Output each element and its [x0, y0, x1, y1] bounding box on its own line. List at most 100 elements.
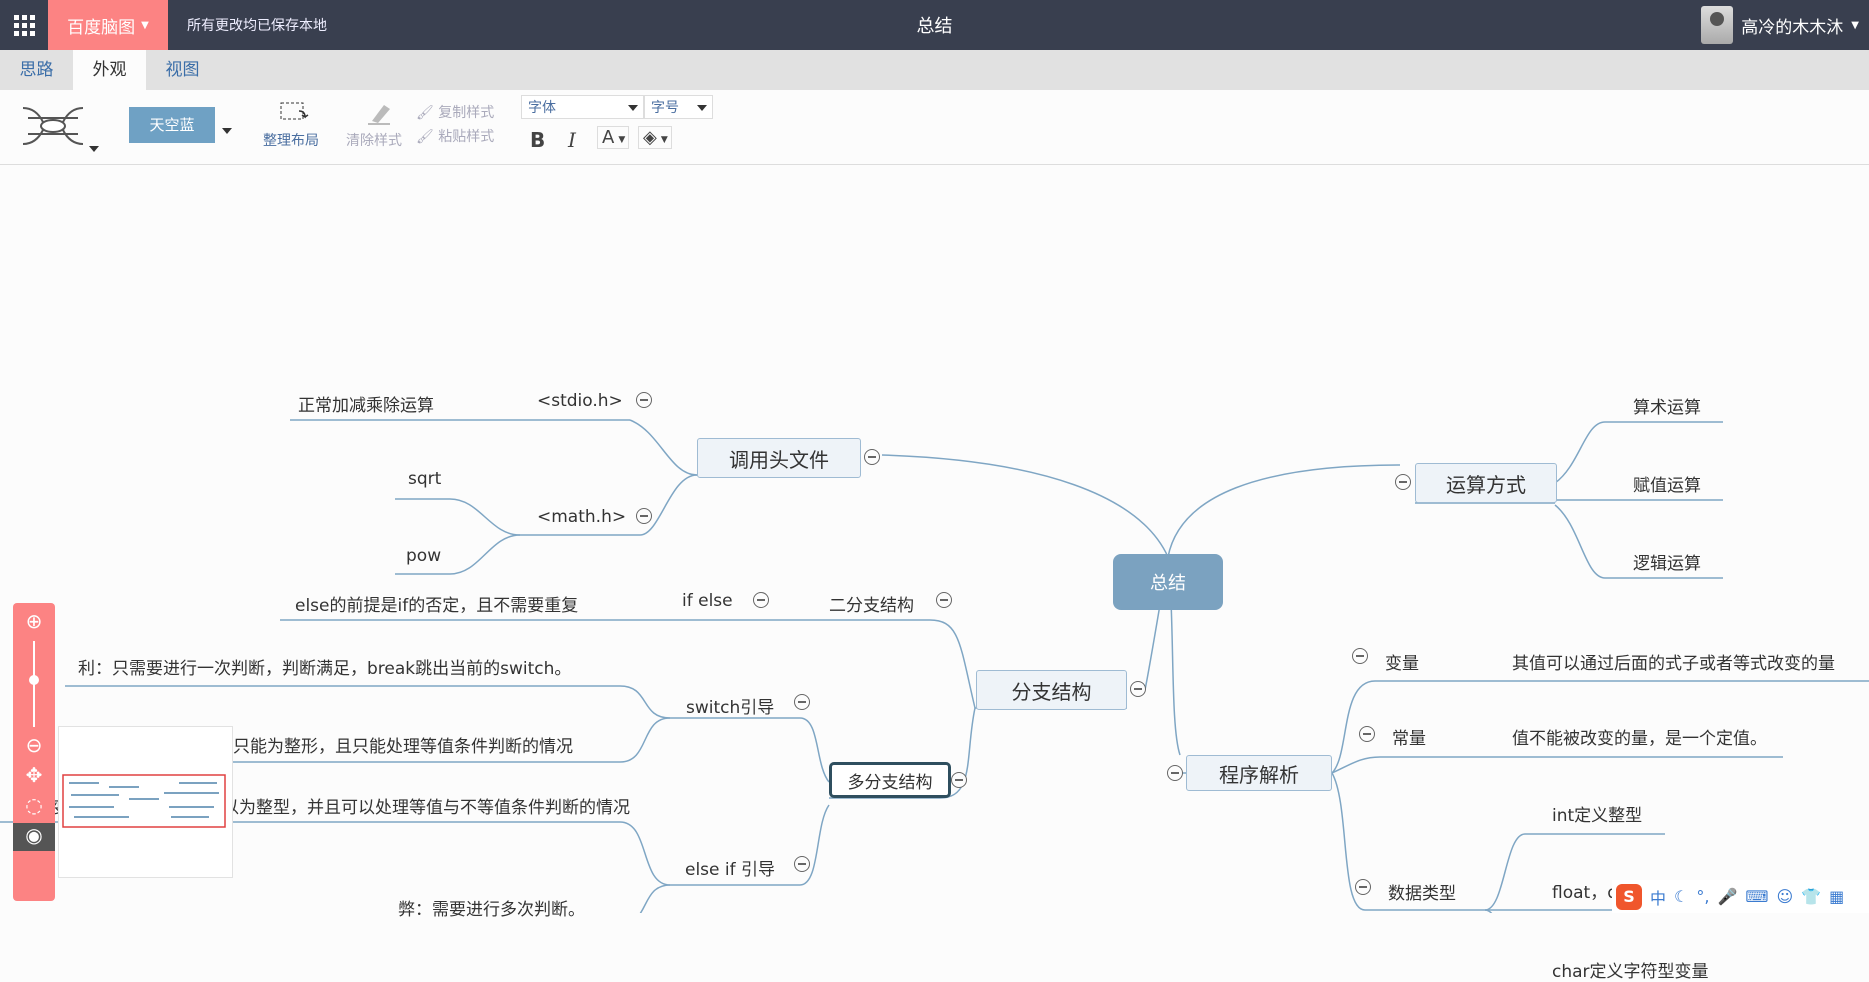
- collapse-icon[interactable]: [1130, 681, 1146, 697]
- mindmap-canvas[interactable]: 总结 调用头文件 <stdio.h> 正常加减乘除运算 <math.h> sqr…: [0, 165, 1869, 982]
- connector: [449, 534, 521, 575]
- node-switch-con[interactable]: 弊：变量只能为整形，且只能处理等值条件判断的情况: [165, 737, 573, 757]
- node-switch[interactable]: switch引导: [686, 698, 775, 718]
- chevron-down-icon[interactable]: [222, 128, 232, 134]
- collapse-icon[interactable]: [1359, 726, 1375, 742]
- node-op-arith[interactable]: 算术运算: [1633, 398, 1701, 418]
- grid-icon[interactable]: ▦: [1829, 887, 1845, 906]
- node-dtype[interactable]: 数据类型: [1388, 884, 1456, 904]
- ime-toolbar: S 中 ☾ °, 🎤 ⌨ ☺ 👕 ▦: [1612, 880, 1869, 913]
- collapse-icon[interactable]: [636, 392, 652, 408]
- zoom-in-icon[interactable]: ⊕: [25, 609, 43, 633]
- paste-style-button[interactable]: 🖌 粘贴样式: [416, 126, 494, 146]
- brand-menu[interactable]: 百度脑图 ▼: [48, 0, 168, 50]
- connector: [881, 454, 1169, 558]
- node-stdio[interactable]: <stdio.h>: [537, 391, 623, 411]
- clear-style-button[interactable]: 清除样式: [346, 133, 402, 149]
- node-math[interactable]: <math.h>: [537, 507, 627, 527]
- user-icon[interactable]: ☺: [1776, 887, 1794, 906]
- tab-appearance[interactable]: 外观: [73, 50, 146, 90]
- collapse-icon[interactable]: [636, 508, 652, 524]
- font-size-select[interactable]: 字号: [644, 95, 713, 119]
- node-ops[interactable]: 运算方式: [1415, 463, 1557, 503]
- connector: [619, 685, 671, 719]
- shirt-icon[interactable]: 👕: [1801, 887, 1822, 906]
- connector: [1331, 772, 1366, 911]
- node-branch[interactable]: 分支结构: [976, 670, 1127, 710]
- connector: [1331, 680, 1376, 774]
- template-icon[interactable]: [18, 100, 98, 160]
- top-bar: 百度脑图 ▼ 所有更改均已保存本地 总结 高冷的木木沐 ▼: [0, 0, 1869, 50]
- microphone-icon[interactable]: 🎤: [1717, 887, 1738, 906]
- collapse-icon[interactable]: [1395, 474, 1411, 490]
- node-int[interactable]: int定义整型: [1552, 806, 1643, 826]
- node-op-assign[interactable]: 赋值运算: [1633, 476, 1701, 496]
- collapse-icon[interactable]: [794, 694, 810, 710]
- node-const[interactable]: 常量: [1392, 729, 1426, 749]
- connector: [639, 884, 671, 913]
- theme-button[interactable]: 天空蓝: [129, 107, 215, 143]
- connector: [799, 717, 830, 783]
- user-menu[interactable]: 高冷的木木沐 ▼: [1701, 6, 1859, 44]
- node-char[interactable]: char定义字符型变量: [1552, 962, 1709, 982]
- zoom-slider-thumb[interactable]: [29, 675, 39, 685]
- tab-bar: 思路 外观 视图: [0, 50, 1869, 90]
- node-switch-pro[interactable]: 利：只需要进行一次判断，判断满足，break跳出当前的switch。: [78, 659, 572, 679]
- collapse-icon[interactable]: [1355, 879, 1371, 895]
- font-family-select[interactable]: 字体: [521, 95, 644, 119]
- tab-idea[interactable]: 思路: [19, 60, 54, 80]
- arrange-layout-icon: [280, 102, 309, 120]
- eye-icon[interactable]: ◉: [13, 823, 55, 851]
- connector: [1554, 421, 1606, 484]
- apps-grid-icon[interactable]: [0, 0, 48, 50]
- tab-view[interactable]: 视图: [165, 60, 200, 80]
- minimap-preview: [62, 774, 226, 828]
- locate-root-icon[interactable]: ◌: [25, 793, 43, 817]
- font-size-value: 字号: [651, 100, 679, 116]
- node-var[interactable]: 变量: [1385, 654, 1419, 674]
- ime-lang[interactable]: 中: [1650, 888, 1667, 908]
- collapse-icon[interactable]: [794, 856, 810, 872]
- node-elseif[interactable]: else if 引导: [685, 860, 776, 880]
- minimap[interactable]: [58, 726, 233, 878]
- node-elseif-con[interactable]: 弊：需要进行多次判断。: [398, 900, 585, 920]
- node-pow[interactable]: pow: [406, 546, 442, 566]
- collapse-icon[interactable]: [864, 449, 880, 465]
- collapse-icon[interactable]: [1352, 648, 1368, 664]
- collapse-icon[interactable]: [753, 592, 769, 608]
- connector: [1554, 504, 1606, 579]
- italic-button[interactable]: I: [568, 128, 576, 152]
- eraser-icon: [368, 105, 390, 125]
- node-op-logic[interactable]: 逻辑运算: [1633, 554, 1701, 574]
- root-node[interactable]: 总结: [1113, 554, 1223, 610]
- moon-icon[interactable]: ☾: [1674, 887, 1689, 906]
- collapse-icon[interactable]: [1167, 765, 1183, 781]
- node-header-files[interactable]: 调用头文件: [697, 438, 861, 478]
- font-color-label: A: [602, 127, 615, 148]
- node-program[interactable]: 程序解析: [1186, 755, 1332, 791]
- fill-color-button[interactable]: ◈ ▼: [638, 126, 672, 149]
- bold-button[interactable]: B: [530, 128, 546, 152]
- keyboard-icon[interactable]: ⌨: [1745, 887, 1769, 906]
- node-multi-branch[interactable]: 多分支结构: [829, 762, 951, 798]
- chevron-down-icon[interactable]: [89, 146, 99, 152]
- collapse-icon[interactable]: [936, 592, 952, 608]
- node-sqrt[interactable]: sqrt: [408, 469, 442, 489]
- node-ifelse-desc[interactable]: else的前提是if的否定，且不需要重复: [295, 596, 579, 616]
- collapse-icon[interactable]: [951, 772, 967, 788]
- connector: [939, 707, 976, 799]
- node-two-branch[interactable]: 二分支结构: [829, 596, 914, 616]
- punctuation-icon[interactable]: °,: [1696, 887, 1710, 906]
- node-var-desc[interactable]: 其值可以通过后面的式子或者等式改变的量: [1512, 654, 1835, 674]
- chevron-down-icon: ▼: [660, 135, 668, 145]
- font-color-button[interactable]: A ▼: [597, 126, 630, 149]
- zoom-out-icon[interactable]: ⊖: [25, 733, 43, 757]
- node-stdio-desc[interactable]: 正常加减乘除运算: [298, 396, 434, 416]
- arrange-layout-button[interactable]: 整理布局: [263, 133, 319, 149]
- connector: [799, 804, 830, 886]
- copy-style-button[interactable]: 🖌 复制样式: [416, 102, 494, 122]
- connector: [929, 619, 976, 709]
- node-const-desc[interactable]: 值不能被改变的量，是一个定值。: [1512, 729, 1767, 749]
- move-icon[interactable]: ✥: [25, 763, 43, 787]
- node-ifelse[interactable]: if else: [682, 591, 733, 611]
